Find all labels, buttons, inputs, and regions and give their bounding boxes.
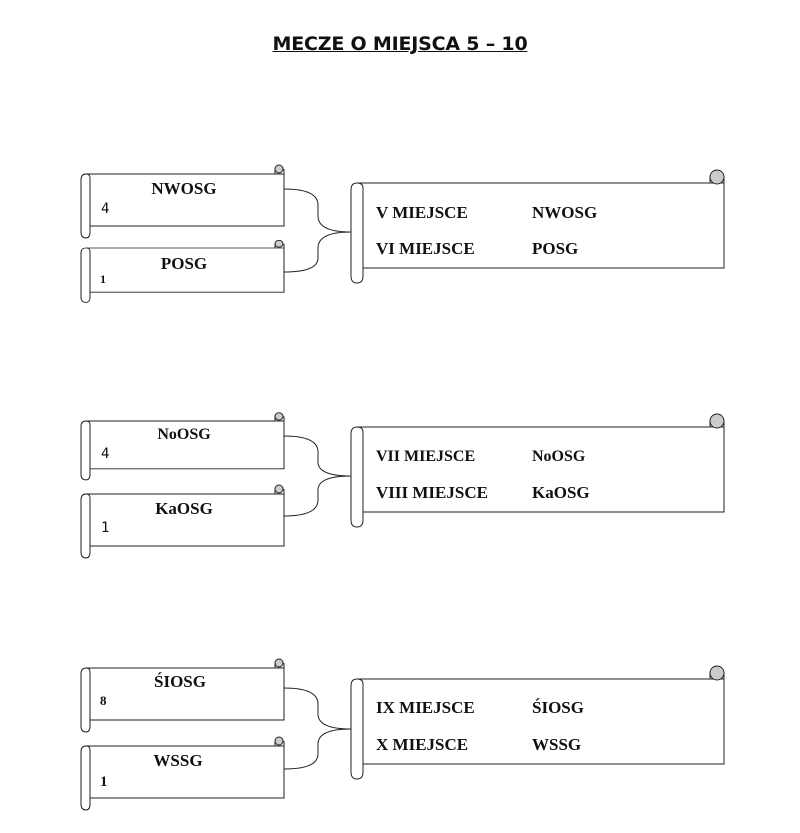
group-2-result-2-place: VIII MIEJSCE (376, 483, 488, 502)
group-1-team1-name: NWOSG (151, 179, 217, 198)
group-3-team2-score: 1 (100, 774, 108, 790)
group-1-team2-score: 1 (100, 272, 106, 286)
group-3-result-2-place: X MIEJSCE (376, 735, 469, 754)
group-1-result-1-place: V MIEJSCE (376, 203, 468, 222)
group-2-team1-score: 4 (101, 446, 110, 462)
group-3-team1-name: ŚIOSG (154, 672, 206, 691)
group-2-team2-score: 1 (101, 520, 110, 536)
group-2-team1-name: NoOSG (157, 426, 211, 443)
group-2-result-2-team: KaOSG (532, 483, 590, 502)
group-2-result-1-team: NoOSG (532, 448, 586, 465)
group-1-team2-name: POSG (160, 254, 208, 273)
group-2-result-1-place: VII MIEJSCE (376, 448, 476, 465)
group-2-shapes (80, 412, 725, 559)
group-1-result-2-place: VI MIEJSCE (376, 239, 475, 258)
group-3-result-1-team: ŚIOSG (532, 698, 584, 717)
group-1-result-2-team: POSG (532, 239, 579, 258)
group-3-team2-name: WSSG (153, 751, 203, 770)
group-2-team2-name: KaOSG (155, 499, 213, 518)
group-3-result-2-team: WSSG (532, 735, 582, 754)
group-1-team1-score: 4 (101, 201, 110, 217)
page-title: MECZE O MIEJSCA 5 – 10 (272, 33, 528, 55)
group-1-result-1-team: NWOSG (532, 203, 598, 222)
group-1-shapes (80, 164, 725, 303)
group-3-shapes (80, 658, 725, 811)
group-3-result-1-place: IX MIEJSCE (376, 698, 475, 717)
group-3-team1-score: 8 (100, 693, 107, 708)
